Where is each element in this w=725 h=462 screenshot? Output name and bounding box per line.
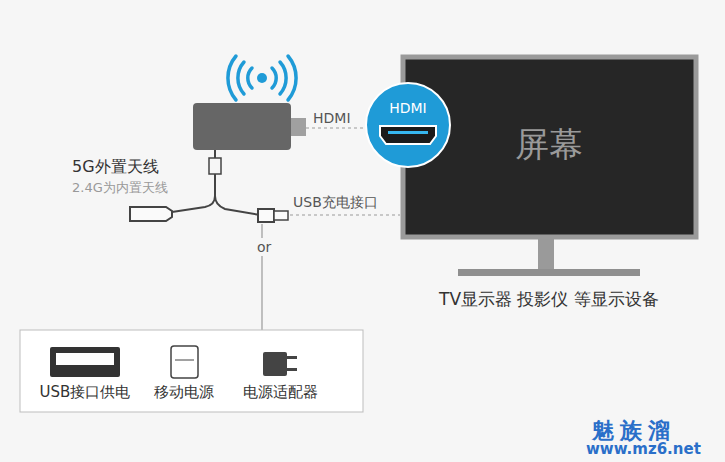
adapter-icon — [263, 352, 287, 376]
wifi-dot — [257, 73, 267, 83]
tv-screen-box: 屏幕TV显示器 投影仪 等显示设备 — [403, 57, 696, 237]
hdmi-dashed-line — [306, 127, 364, 128]
hdmi-badge-box: HDMI — [366, 83, 450, 167]
dongle-cable — [214, 150, 216, 158]
hdmi-badge-label: HDMI — [389, 100, 427, 116]
power-option-label: 移动电源 — [154, 384, 214, 401]
wifi-waves — [228, 56, 296, 100]
usb-port-slot — [56, 353, 114, 365]
antenna-label: 5G外置天线 — [72, 158, 159, 176]
watermark: 魅族溜 — [592, 418, 676, 443]
power-bank-line — [175, 360, 194, 361]
adapter-prong — [287, 368, 297, 371]
usb-dashed-line — [290, 214, 400, 215]
usb-female-socket — [130, 207, 172, 221]
otg-cable-right — [215, 196, 260, 215]
adapter-prong — [287, 356, 297, 359]
power-bank-icon — [171, 346, 198, 378]
tv-neck — [538, 236, 554, 270]
otg-cable-left — [172, 174, 215, 212]
tv-screen — [403, 57, 696, 237]
power-source-panel: USB接口供电 移动电源 电源适配器 — [20, 330, 363, 412]
power-option-label: USB接口供电 — [40, 384, 131, 401]
watermark-url: www.mz6.net — [586, 441, 701, 458]
screen-label: 屏幕 — [515, 125, 583, 164]
usb-port-icon — [50, 347, 120, 377]
hdmi-port-pins — [388, 131, 428, 134]
usb-male-plug-tip — [274, 211, 288, 220]
device-caption: TV显示器 投影仪 等显示设备 — [439, 290, 659, 310]
power-panel — [20, 330, 363, 412]
micro-usb-plug — [209, 158, 221, 174]
antenna-note: 2.4G为内置天线 — [72, 181, 168, 196]
or-label: or — [254, 238, 274, 256]
tv-base — [458, 269, 640, 276]
hdmi-port-icon — [380, 126, 436, 144]
power-option-label: 电源适配器 — [243, 384, 318, 401]
usb-male-plug-body — [258, 209, 274, 222]
dongle-hdmi-plug — [291, 118, 306, 136]
usb-line-label: USB充电接口 — [293, 194, 378, 210]
dongle-body — [193, 103, 291, 150]
hdmi-badge — [366, 83, 450, 167]
hdmi-line-label: HDMI — [313, 110, 351, 126]
